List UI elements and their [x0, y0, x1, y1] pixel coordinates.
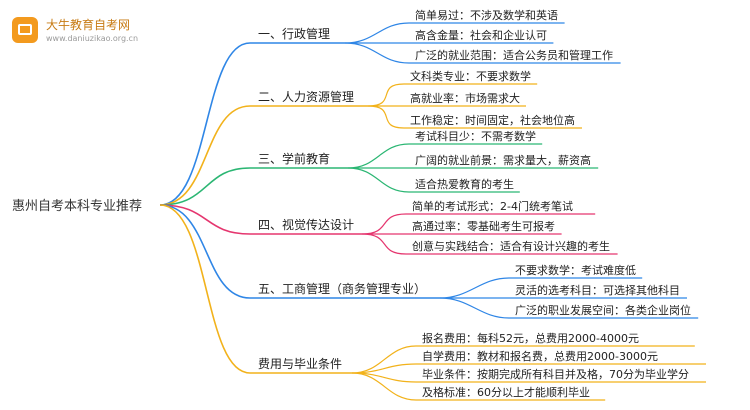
leaf-connector [344, 22, 410, 44]
book-icon [12, 17, 38, 43]
leaf-label: 考试科目少：不需考数学 [415, 129, 536, 143]
branch-label: 四、视觉传达设计 [258, 217, 354, 232]
leaf-connector [361, 213, 407, 235]
leaf-label: 简单易过：不涉及数学和英语 [415, 8, 558, 22]
branch-label: 五、工商管理（商务管理专业） [258, 281, 426, 296]
branch-connector [159, 167, 251, 206]
leaf-label: 广阔的就业前景：需求量大，薪资高 [415, 153, 591, 167]
logo-url: www.daniuzikao.org.cn [46, 34, 139, 43]
leaf-label: 自学费用：教材和报名费，总费用2000-3000元 [422, 349, 658, 363]
leaf-connector [347, 167, 410, 193]
leaf-label: 高就业率：市场需求大 [410, 91, 520, 105]
leaf-label: 高通过率：零基础考生可报考 [412, 219, 555, 233]
leaf-label: 文科类专业：不要求数学 [410, 69, 531, 83]
branch-connector [159, 204, 251, 235]
leaf-connector [439, 277, 510, 299]
branch-connector [159, 204, 251, 299]
branch-label: 二、人力资源管理 [258, 89, 354, 104]
leaf-label: 广泛的就业范围：适合公务员和管理工作 [415, 48, 613, 62]
leaf-connector [361, 233, 407, 255]
leaf-label: 毕业条件：按期完成所有科目并及格，70分为毕业学分 [422, 367, 689, 381]
branch-connector [159, 42, 251, 206]
leaf-label: 创意与实践结合：适合有设计兴趣的考生 [412, 239, 610, 253]
leaf-label: 报名费用：每科52元，总费用2000-4000元 [422, 331, 639, 345]
logo-name: 大牛教育自考网 [46, 18, 131, 32]
logo: 大牛教育自考网 www.daniuzikao.org.cn [12, 13, 192, 51]
leaf-connector [351, 372, 417, 401]
root-node: 惠州自考本科专业推荐 [12, 199, 142, 214]
leaf-label: 高含金量：社会和企业认可 [415, 28, 547, 42]
leaf-label: 及格标准：60分以上才能顺利毕业 [422, 385, 590, 399]
branch-label: 一、行政管理 [258, 26, 330, 41]
leaf-label: 工作稳定：时间固定，社会地位高 [410, 113, 575, 127]
leaf-label: 不要求数学：考试难度低 [515, 263, 636, 277]
leaf-label: 广泛的职业发展空间：各类企业岗位 [515, 303, 691, 317]
leaf-connector [439, 297, 510, 319]
leaf-connector [367, 105, 405, 129]
leaf-connector [344, 42, 410, 64]
leaf-label: 简单的考试形式：2-4门统考笔试 [412, 199, 573, 213]
leaf-label: 灵活的选考科目：可选择其他科目 [515, 283, 680, 297]
leaf-connector [347, 143, 410, 169]
branch-label: 费用与毕业条件 [258, 357, 342, 371]
branch-connector [159, 204, 251, 374]
leaf-connector [367, 83, 405, 107]
leaf-label: 适合热爱教育的考生 [415, 177, 514, 191]
branch-label: 三、学前教育 [258, 151, 330, 166]
branch-connector [159, 105, 251, 206]
